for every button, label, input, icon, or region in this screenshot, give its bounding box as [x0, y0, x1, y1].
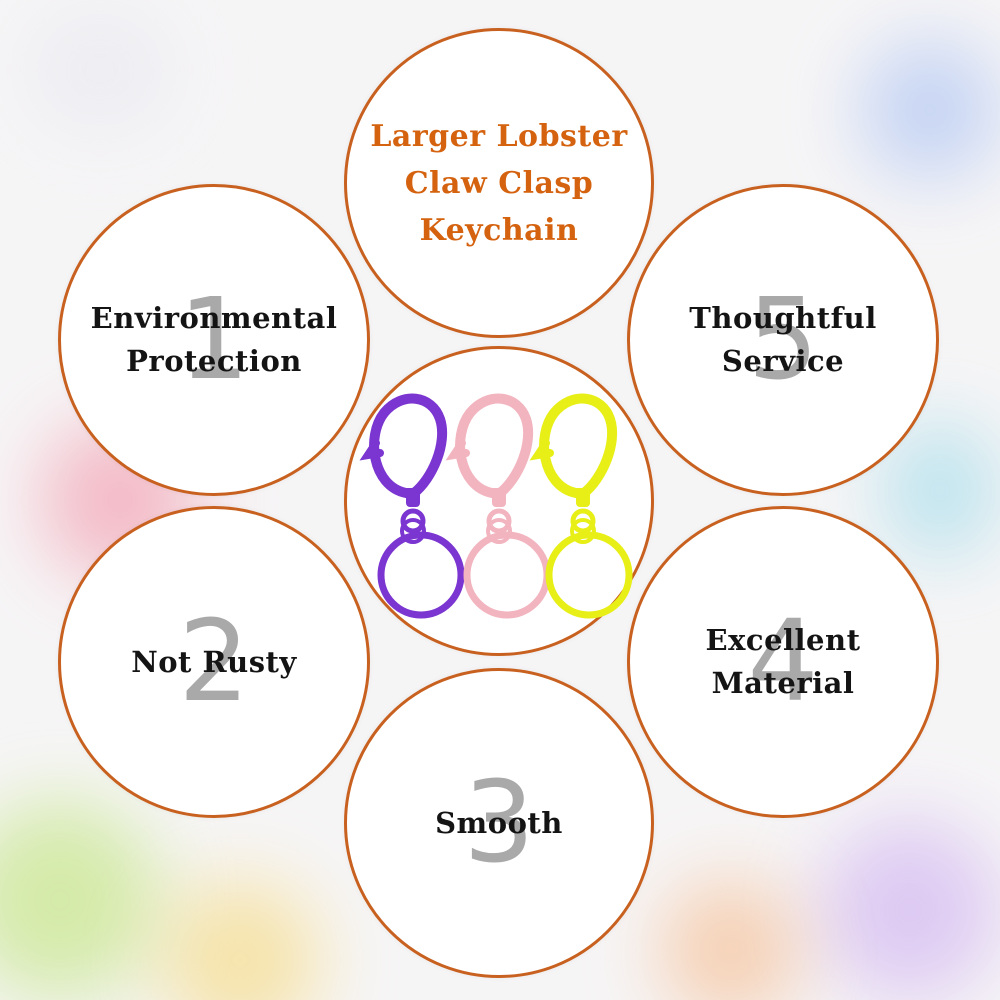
feature-number: 2 [178, 597, 250, 727]
title-line: Keychain [419, 212, 579, 248]
feature-number: 4 [747, 597, 819, 727]
feature-circle-environmental-protection: 1 Environmental Protection [58, 184, 370, 496]
pink-keychain [445, 393, 551, 619]
feature-number: 5 [747, 275, 819, 405]
feature-number: 1 [178, 275, 250, 405]
feature-label-line: Not Rusty [131, 644, 297, 679]
feature-label: Excellent Material [630, 509, 936, 815]
yellow-keychain [529, 393, 633, 619]
feature-label: Environmental Protection [61, 187, 367, 493]
feature-label-line: Excellent [705, 623, 861, 657]
feature-circle-excellent-material: 4 Excellent Material [627, 506, 939, 818]
feature-circle-smooth: 3 Smooth [344, 668, 654, 978]
feature-number: 3 [463, 758, 535, 888]
feature-label-line: Thoughtful [689, 301, 877, 335]
feature-label: Not Rusty [61, 509, 367, 815]
product-title: Larger Lobster Claw Clasp Keychain [347, 31, 651, 335]
feature-circle-not-rusty: 2 Not Rusty [58, 506, 370, 818]
title-line: Larger Lobster [370, 118, 628, 154]
title-circle: Larger Lobster Claw Clasp Keychain [344, 28, 654, 338]
feature-label-line: Smooth [435, 805, 563, 840]
feature-circle-thoughtful-service: 5 Thoughtful Service [627, 184, 939, 496]
feature-label-line: Protection [126, 344, 302, 378]
keychain-illustration [359, 393, 633, 619]
feature-label-line: Service [721, 344, 845, 378]
purple-keychain [359, 393, 465, 619]
feature-label: Thoughtful Service [630, 187, 936, 493]
product-image-circle [344, 346, 654, 656]
title-line: Claw Clasp [404, 165, 594, 201]
feature-label-line: Environmental [90, 301, 338, 335]
feature-label: Smooth [347, 671, 651, 975]
feature-label-line: Material [711, 666, 855, 700]
